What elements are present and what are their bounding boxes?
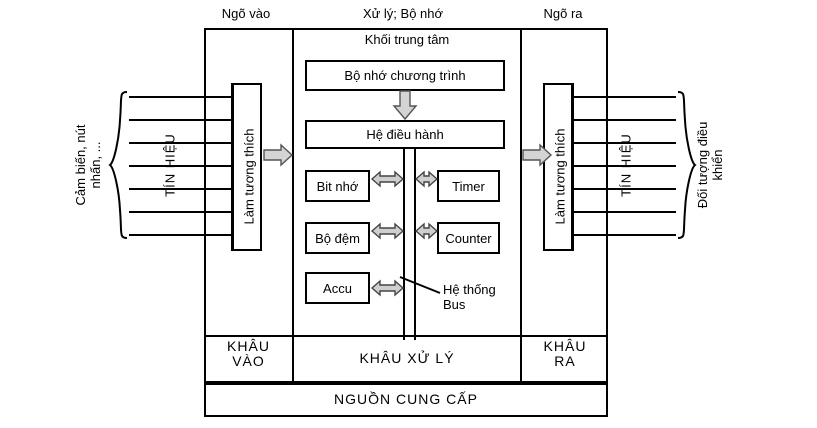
column-title-input: Ngõ vào (221, 6, 271, 21)
external-output-devices-text: Đối tượng điều khiển (695, 121, 725, 209)
output-adapter-label: Làm tương thích (552, 128, 568, 225)
left-signal-line (129, 119, 233, 121)
unit-accumulator: Accu (305, 272, 370, 304)
divider-footer-stage-row (204, 335, 608, 337)
left-brace-icon (108, 91, 128, 239)
stage-label-process: KHÂU XỬ LÝ (294, 351, 520, 366)
system-bus-line-right (414, 149, 416, 340)
signal-label-left-text: TÍN HIỆU (162, 133, 178, 197)
right-signal-line (572, 234, 676, 236)
stage-label-input-text: KHÂU VÀO (227, 338, 270, 369)
left-signal-line (129, 96, 233, 98)
unit-bit-memory: Bit nhớ (305, 170, 370, 202)
right-signal-line (572, 188, 676, 190)
left-signal-line (129, 188, 233, 190)
center-block-header: Khối trung tâm (364, 32, 450, 47)
column-title-output: Ngõ ra (543, 6, 583, 21)
system-bus-label: Hệ thống Bus (443, 282, 523, 312)
column-title-process: Xử lý; Bộ nhớ (362, 6, 444, 21)
stage-label-process-text: KHÂU XỬ LÝ (359, 350, 455, 366)
power-supply-label: NGUỒN CUNG CẤP (334, 391, 478, 407)
left-signal-line (129, 165, 233, 167)
right-signal-line (572, 165, 676, 167)
unit-timer: Timer (437, 170, 500, 202)
right-signal-line (572, 142, 676, 144)
right-signal-line (572, 211, 676, 213)
divider-input-process (292, 28, 294, 383)
input-adapter-label: Làm tương thích (241, 128, 257, 225)
stage-label-output-text: KHÂU RA (543, 338, 587, 369)
signal-label-right-text: TÍN HIỆU (618, 133, 634, 197)
unit-buffer: Bộ đệm (305, 222, 370, 254)
right-signal-line (572, 96, 676, 98)
operating-system-block: Hệ điều hành (305, 120, 505, 149)
stage-label-output: KHÂU RA (522, 339, 608, 369)
unit-accumulator-label: Accu (323, 280, 352, 296)
power-supply-bar (204, 383, 608, 417)
external-input-devices-text: Cảm biến, nút nhấn, ... (73, 124, 103, 206)
left-signal-line (129, 211, 233, 213)
program-memory-block: Bộ nhớ chương trình (305, 60, 505, 91)
unit-timer-label: Timer (452, 178, 485, 194)
unit-buffer-label: Bộ đệm (315, 230, 360, 246)
divider-process-output (520, 28, 522, 383)
left-signal-line (129, 234, 233, 236)
input-adapter-block: Làm tương thích (232, 83, 262, 251)
stage-label-input: KHÂU VÀO (205, 339, 292, 369)
unit-counter: Counter (437, 222, 500, 254)
operating-system-label: Hệ điều hành (366, 127, 444, 142)
output-adapter-block: Làm tương thích (543, 83, 573, 251)
unit-bit-memory-label: Bit nhớ (316, 178, 359, 194)
system-bus-label-text: Hệ thống Bus (443, 282, 496, 312)
main-outer-frame (204, 28, 608, 383)
left-signal-line (129, 142, 233, 144)
system-bus-line-left (403, 149, 405, 340)
right-brace-icon (677, 91, 697, 239)
program-memory-label: Bộ nhớ chương trình (344, 68, 466, 83)
unit-counter-label: Counter (445, 230, 492, 246)
right-signal-line (572, 119, 676, 121)
